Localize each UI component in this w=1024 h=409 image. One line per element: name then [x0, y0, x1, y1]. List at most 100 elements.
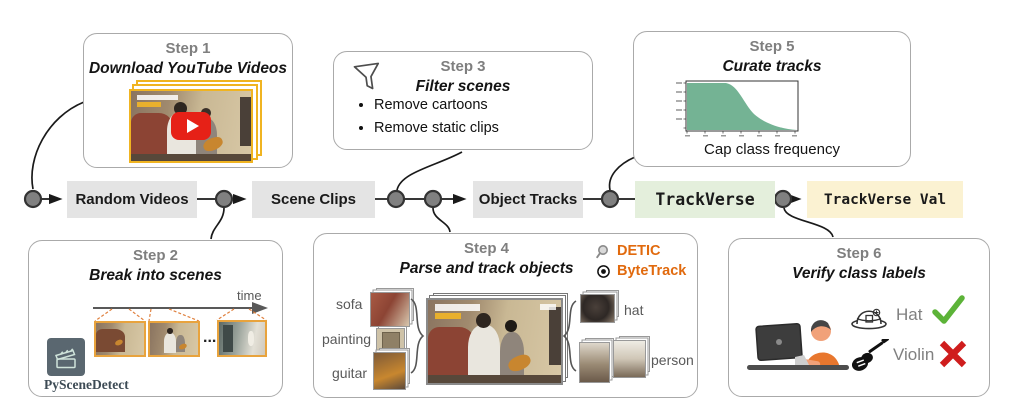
curve-node5-step5 [608, 156, 636, 191]
step5-box: Step 5 Curate tracks [633, 31, 911, 167]
step3-subtitle: Filter scenes [415, 77, 511, 95]
object-label-painting: painting [322, 331, 372, 347]
pyscenedetect-label: PySceneDetect [44, 377, 129, 392]
stage-random-videos: Random Videos [67, 181, 197, 218]
painting-track-thumbnail [376, 328, 405, 354]
step2-box: Step 2 Break into scenes time ... [28, 240, 283, 397]
person-track-thumbnail-1 [579, 342, 610, 383]
capped-distribution-area [687, 83, 797, 130]
curve-node6-step6 [783, 207, 834, 238]
class-frequency-chart [676, 80, 799, 137]
cross-icon [939, 340, 967, 368]
guitar-icon [851, 339, 889, 371]
pipeline-node-4 [423, 189, 443, 209]
step1-box: Step 1 Download YouTube Videos [83, 33, 293, 168]
scene-thumbnail-2 [148, 321, 200, 357]
tracker-label: ByteTrack [617, 263, 687, 279]
scene-overlay-text [539, 304, 556, 310]
video-frame-scene [428, 300, 561, 383]
scene-shape [475, 313, 491, 329]
verify-label-hat: Hat [896, 305, 923, 324]
illegible-tick-labels [676, 82, 797, 137]
scene-overlay-text [137, 102, 161, 108]
scene-shape [247, 331, 254, 347]
curve-node3-step3 [396, 151, 463, 191]
curve-node2-step2 [210, 207, 225, 240]
scene-shape [164, 332, 176, 354]
tracked-video-frame [426, 298, 563, 385]
guitar-track-thumbnail [373, 352, 406, 390]
pipeline-node-2 [214, 189, 234, 209]
hat-track-thumbnail [580, 294, 615, 323]
scene-shape [467, 324, 500, 379]
scene-shape [428, 326, 475, 375]
scene-overlay-text [434, 304, 480, 311]
scene-shape [428, 374, 561, 383]
ellipsis: ... [203, 329, 217, 346]
stage-scene-clips: Scene Clips [252, 181, 375, 218]
sofa-track-thumbnail [370, 292, 410, 327]
step5-subtitle: Curate tracks [722, 57, 822, 75]
object-label-guitar: guitar [332, 365, 368, 381]
scene-shape [131, 154, 251, 161]
stage-trackverse: TrackVerse [635, 181, 775, 218]
step4-tools: DETIC ByteTrack [596, 243, 686, 283]
step3-box: Step 3 Filter scenes Remove cartoons Rem… [333, 51, 593, 150]
annotator-at-laptop-illustration [747, 320, 849, 370]
step1-title: Step 1 [165, 40, 211, 57]
pyscenedetect-logo [47, 338, 85, 376]
step2-header: Step 2 Break into scenes [29, 247, 282, 285]
hat-icon [851, 308, 887, 330]
pipeline-node-start [23, 189, 43, 209]
scene-shape [240, 96, 251, 146]
scene-shape [505, 319, 518, 333]
pipeline-node-3 [386, 189, 406, 209]
curve-node1-step1 [31, 101, 85, 190]
stage-trackverse-val: TrackVerse Val [807, 181, 963, 218]
scene-shape [174, 102, 188, 115]
tracker-tool: ByteTrack [596, 263, 686, 279]
step5-header: Step 5 Curate tracks [634, 38, 910, 76]
time-label: time [237, 288, 262, 303]
target-icon [597, 264, 610, 278]
left-brace [410, 298, 425, 374]
step2-title: Step 2 [132, 247, 178, 264]
stage-object-tracks: Object Tracks [473, 181, 583, 218]
right-brace [562, 300, 577, 372]
step1-header: Step 1 Download YouTube Videos [84, 40, 292, 78]
person-track-thumbnail-2 [613, 340, 646, 378]
clapperboard-icon [55, 348, 76, 369]
magnifier-icon [596, 244, 608, 258]
step2-subtitle: Break into scenes [89, 266, 222, 284]
bullet-remove-cartoons: Remove cartoons [374, 96, 499, 114]
scene-shape [175, 335, 185, 352]
step6-title: Step 6 [836, 245, 882, 262]
youtube-video-thumbnail [129, 89, 253, 163]
verify-label-violin: Violin [893, 345, 935, 364]
scene-boundary-lines [94, 308, 267, 322]
step4-header: Step 4 Parse and track objects [314, 240, 659, 278]
scene-shape [222, 325, 233, 352]
pipeline-node-6 [773, 189, 793, 209]
step6-subtitle: Verify class labels [792, 264, 926, 282]
painting-frame [381, 332, 401, 351]
step3-title: Step 3 [440, 58, 486, 75]
scene-shape [131, 113, 173, 154]
bullet-remove-static-clips: Remove static clips [374, 119, 499, 137]
detector-label: DETIC [617, 243, 661, 259]
funnel-icon [353, 62, 380, 90]
step6-box: Step 6 Verify class labels Hat [728, 238, 990, 397]
scene-overlay-text [434, 313, 462, 320]
detector-tool: DETIC [596, 243, 686, 259]
step4-box: Step 4 Parse and track objects DETIC Byt… [313, 233, 698, 398]
pipeline-node-5 [600, 189, 620, 209]
object-label-hat: hat [624, 302, 644, 318]
chart-caption: Cap class frequency [704, 141, 840, 158]
scene-overlay-text [137, 94, 178, 101]
timeline [93, 302, 268, 322]
step3-header: Step 3 Filter scenes [334, 58, 592, 96]
scene-shape [167, 328, 173, 334]
scene-thumbnail-3 [217, 320, 267, 357]
